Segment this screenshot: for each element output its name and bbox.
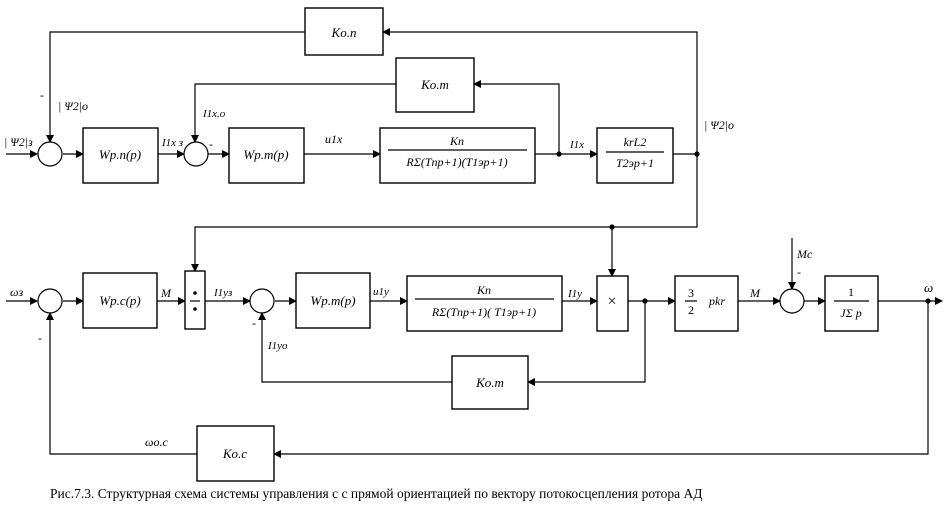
minus-iy: - xyxy=(252,316,256,330)
minus-speed: - xyxy=(38,331,42,345)
w-rs-block xyxy=(82,272,158,329)
i1y-label: I1y xyxy=(567,288,582,300)
w-rt-bottom-block xyxy=(295,272,371,329)
mechanics-block xyxy=(824,275,879,332)
multiplier-block xyxy=(596,275,629,332)
k-op-label: Kо.п xyxy=(331,25,357,40)
torque-denominator: 2 xyxy=(688,303,694,317)
connection-lines xyxy=(6,28,943,458)
multiplier-symbol: × xyxy=(607,293,616,310)
omega-label: ω xyxy=(924,280,933,295)
divider-block xyxy=(184,270,206,330)
k-ot-bottom-block xyxy=(451,355,529,410)
converter-bottom-denominator: RΣ(Tпp+1)( T1эp+1) xyxy=(431,305,536,319)
m-right-label: M xyxy=(749,286,761,300)
mc-label: Mc xyxy=(796,247,813,261)
omega-z-label: ωз xyxy=(10,285,23,299)
sum-junction-torque xyxy=(779,288,805,314)
psi-o-left-label: | Ψ2|о xyxy=(58,99,88,113)
k-ot-bottom-label: Kо.т xyxy=(475,375,504,390)
i1xo-label: I1x.о xyxy=(202,108,226,120)
w-rt-bottom-label: Wр.т(p) xyxy=(310,293,355,308)
k-oc-label: Kо.с xyxy=(222,446,247,461)
w-rp-block xyxy=(82,127,159,184)
sum-junction-flux xyxy=(37,141,63,167)
torque-numerator: 3 xyxy=(688,286,694,300)
mechanics-numerator: 1 xyxy=(848,285,854,299)
minus-ix: - xyxy=(209,137,213,151)
converter-top-block xyxy=(379,127,536,184)
u1y-label: u1y xyxy=(373,286,389,298)
i1x-label: I1x xyxy=(569,139,584,151)
w-rs-label: Wр.с(p) xyxy=(99,293,141,308)
sum-junction-ix xyxy=(183,141,209,167)
m-left-label: M xyxy=(160,286,172,300)
i1xz-label: I1x з xyxy=(161,137,183,149)
i1yz-label: I1yз xyxy=(213,287,232,299)
flux-numerator: krL2 xyxy=(624,135,647,149)
flux-denominator: T2эp+1 xyxy=(616,156,654,170)
k-oc-block xyxy=(196,425,275,482)
k-ot-top-label: Kо.т xyxy=(420,77,449,92)
converter-bottom-numerator: Kп xyxy=(476,283,491,297)
mechanics-denominator: JΣ p xyxy=(840,306,861,320)
i1yo-label: I1yо xyxy=(267,340,288,352)
minus-flux: - xyxy=(40,88,44,102)
flux-block xyxy=(596,127,674,184)
torque-block xyxy=(674,275,739,332)
k-ot-top-block xyxy=(395,57,475,113)
u1x-label: u1x xyxy=(325,132,343,146)
w-rp-label: Wр.п(p) xyxy=(99,147,141,162)
sum-junction-speed xyxy=(37,288,63,314)
torque-factor: pkr xyxy=(708,294,725,308)
figure-caption: Рис.7.3. Структурная схема системы управ… xyxy=(50,486,702,501)
w-rt-top-label: Wр.т(p) xyxy=(243,147,288,162)
k-op-block xyxy=(304,7,384,56)
converter-top-numerator: Kп xyxy=(449,134,464,148)
minus-torque: - xyxy=(797,265,801,279)
psi-o-right-label: | Ψ2|о xyxy=(704,118,734,132)
converter-top-denominator: RΣ(Tпp+1)(T1эp+1) xyxy=(405,155,507,169)
converter-bottom-block xyxy=(406,275,563,332)
sum-junction-iy xyxy=(249,288,275,314)
omega-oc-label: ωо.с xyxy=(145,435,168,449)
w-rt-top-block xyxy=(228,127,305,184)
psi-z-label: | Ψ2|з xyxy=(4,135,33,149)
